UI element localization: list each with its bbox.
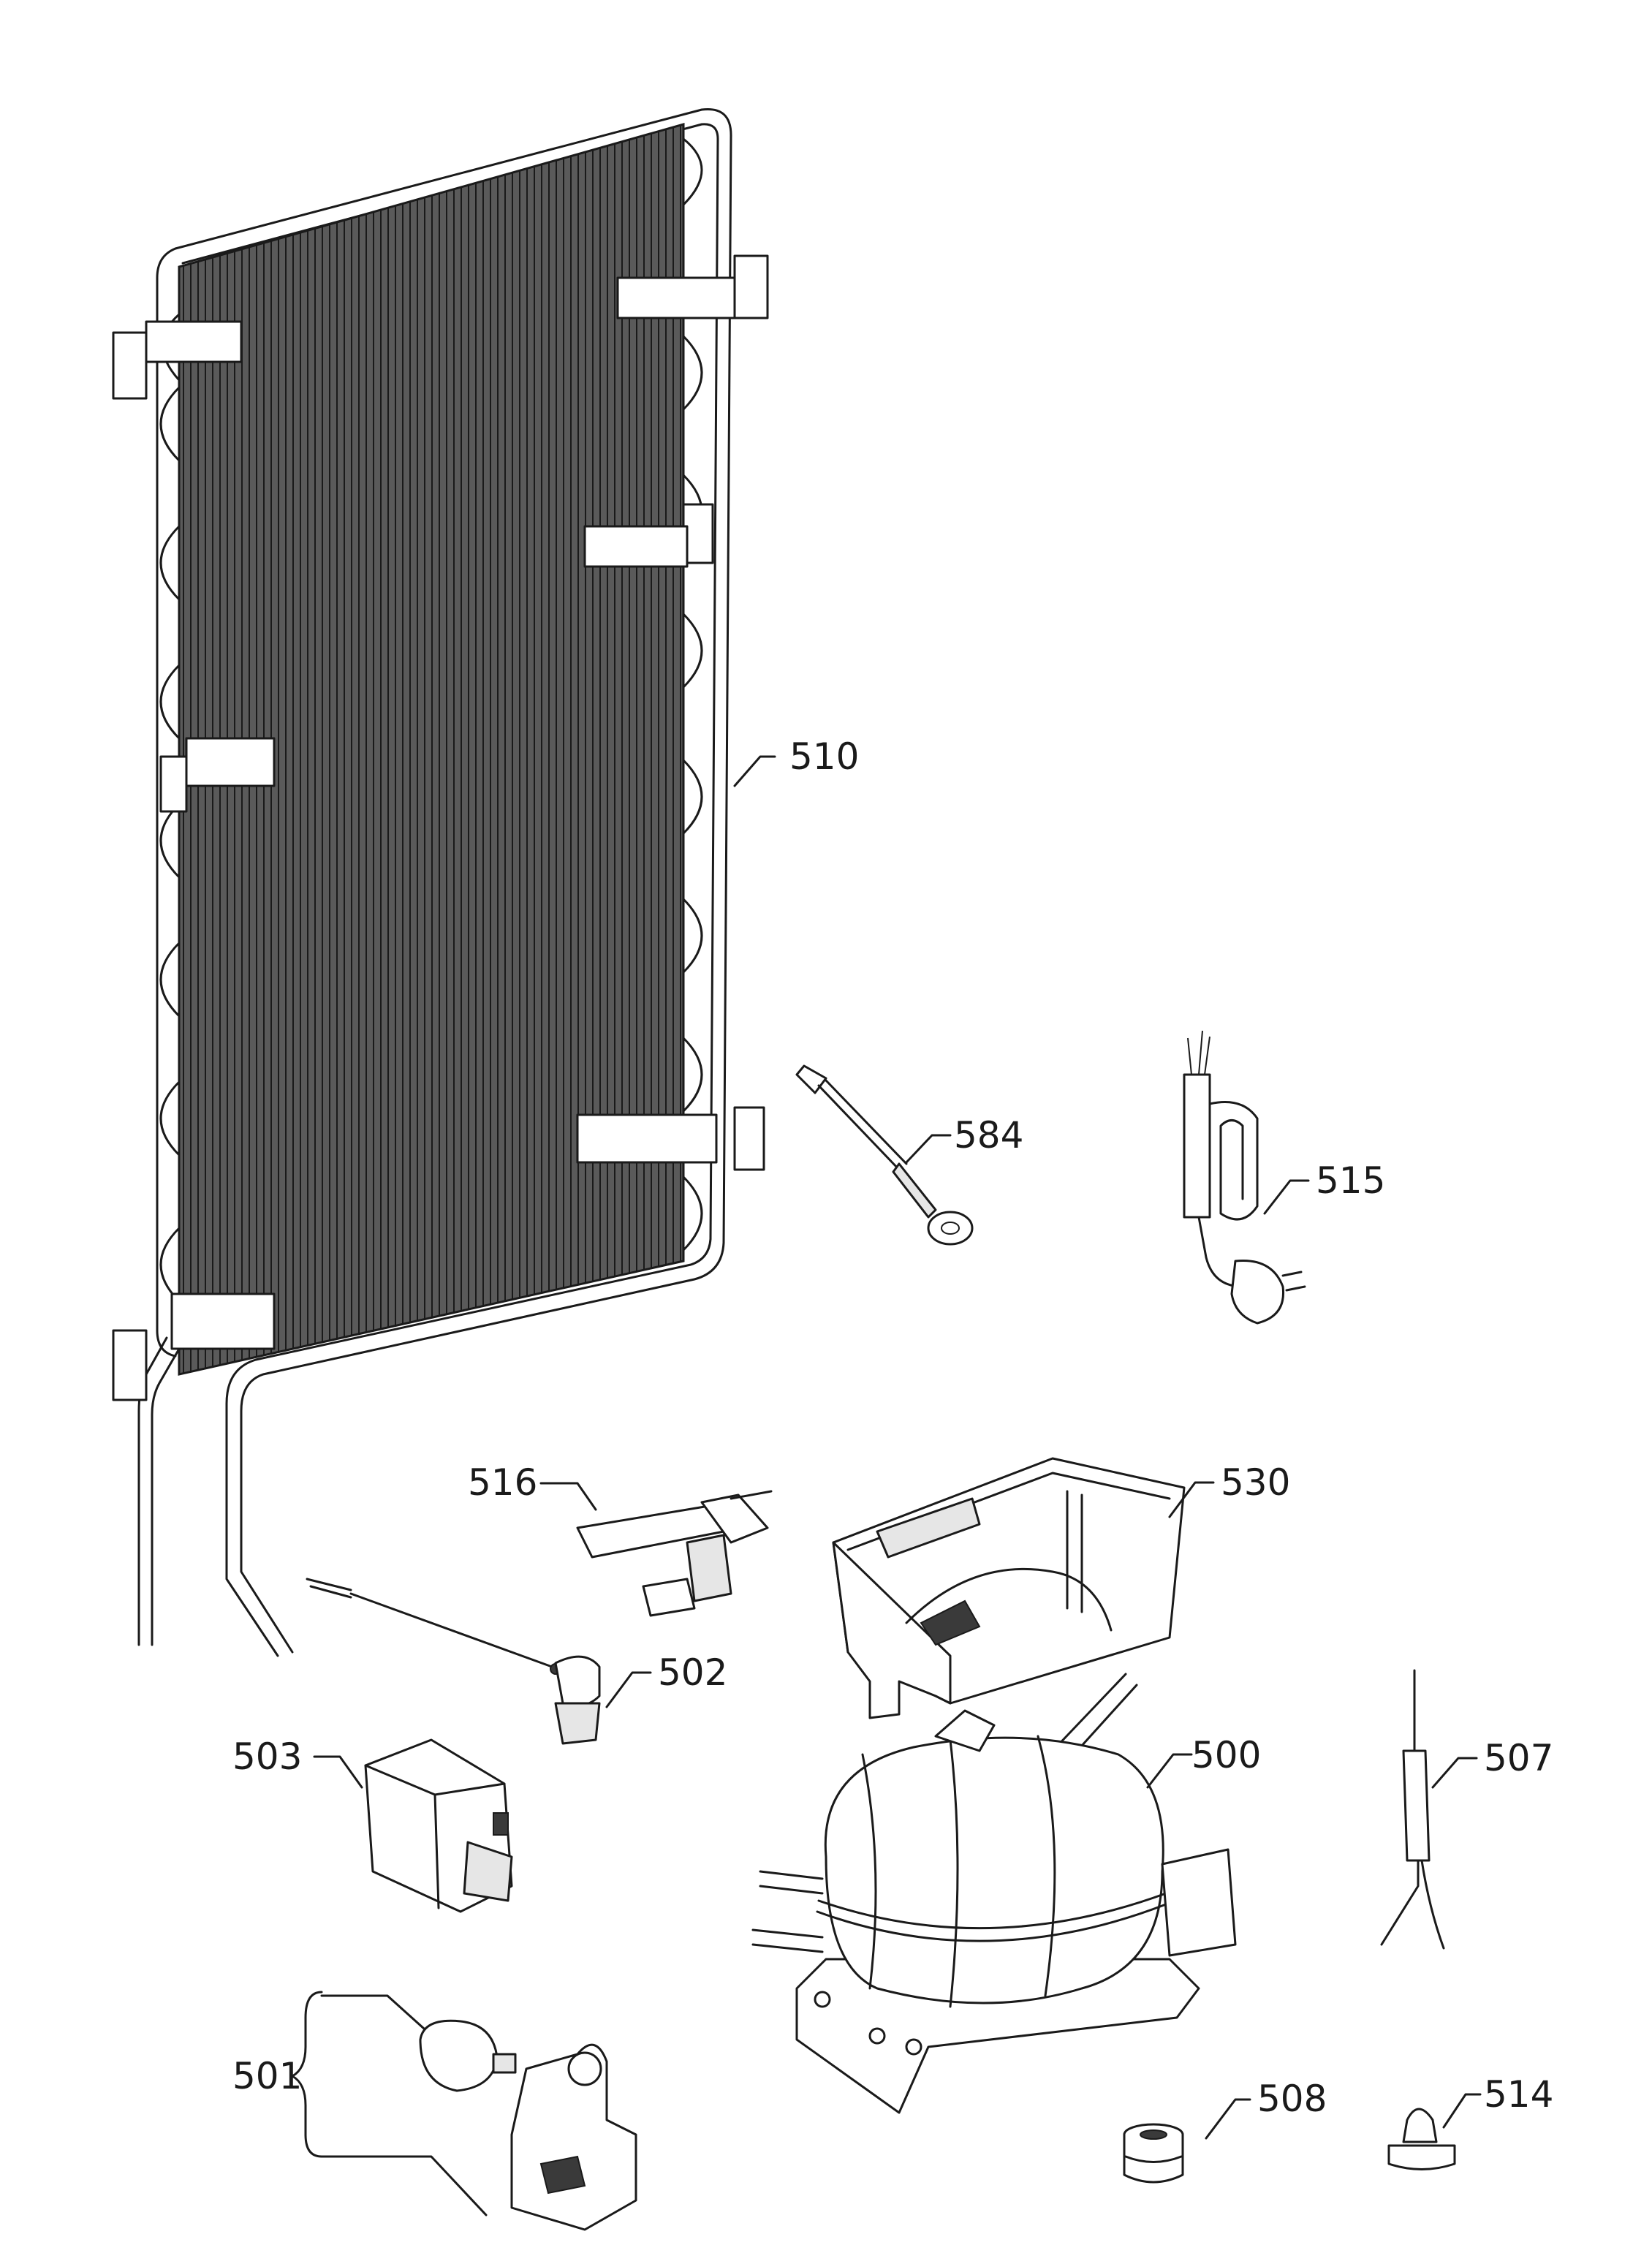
label-503: 503: [232, 1735, 302, 1778]
part-516-bracket: [539, 1482, 773, 1617]
part-507-drier: [1380, 1669, 1478, 1950]
label-510: 510: [789, 735, 859, 778]
label-515: 515: [1316, 1159, 1385, 1202]
part-501-relay-overload: [291, 1991, 637, 2231]
label-508: 508: [1257, 2078, 1327, 2120]
condenser-510: [112, 107, 776, 1657]
label-501: 501: [232, 2055, 302, 2097]
part-503-cover: [313, 1738, 513, 1913]
part-500-compressor: [751, 1673, 1237, 2114]
label-514: 514: [1484, 2073, 1553, 2116]
part-515-heater: [1183, 1030, 1310, 1325]
label-530: 530: [1221, 1461, 1290, 1504]
part-508-grommet: [1123, 2098, 1251, 2184]
label-584: 584: [954, 1114, 1023, 1156]
part-502-sensor-lead: [306, 1578, 652, 1745]
label-500: 500: [1191, 1734, 1261, 1776]
label-516: 516: [468, 1461, 537, 1504]
part-584-probe: [795, 1064, 974, 1246]
part-530-box: [832, 1457, 1215, 1719]
label-507: 507: [1484, 1737, 1553, 1779]
part-514-stopper: [1387, 2093, 1482, 2170]
label-502: 502: [658, 1651, 727, 1694]
